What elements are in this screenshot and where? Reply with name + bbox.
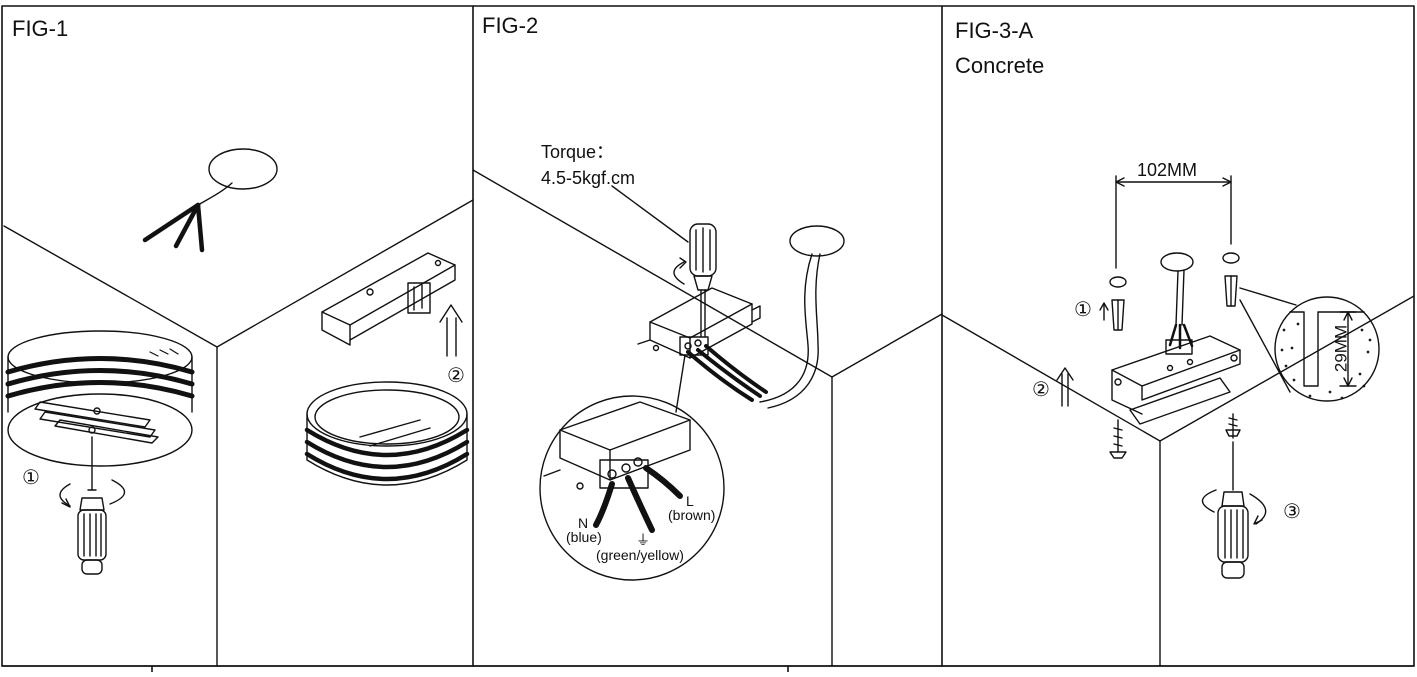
fig2-title: FIG-2 (482, 13, 539, 38)
fig1-ring-base (304, 381, 470, 486)
earth-icon: ⏚ (636, 532, 650, 548)
fig2-wires (686, 344, 768, 402)
fig1-up-arrow (439, 304, 463, 357)
fig2-detail-magnifier (539, 354, 725, 581)
fig3-depth-dimension: 29MM (1331, 324, 1351, 373)
fig2-room-corner (472, 169, 943, 667)
fig1-screwdriver (59, 436, 126, 575)
fig2-screwdriver (673, 223, 717, 337)
fig3-step-3: ③ (1283, 501, 1301, 523)
fig2-wire-earth-color: (green/yellow) (596, 547, 684, 563)
fig3-step-1: ① (1074, 299, 1092, 321)
fig3-title: FIG-3-A (955, 18, 1034, 43)
fig3-mounting-bracket (1111, 335, 1241, 425)
fig2-wire-n-color: (blue) (566, 529, 602, 545)
fig2-torque-leader (611, 185, 689, 243)
fig1-step-1: ① (22, 467, 40, 489)
fig2-torque-value: 4.5-5kgf.cm (541, 168, 636, 188)
fig3-screwdriver (1201, 441, 1267, 579)
fig1-luminaire-body (5, 330, 195, 467)
fig1-room-corner (3, 199, 474, 667)
fig2-torque-label: Torque： (541, 142, 615, 162)
fig1-ceiling-hole (142, 148, 278, 253)
fig2-wire-n: N (578, 515, 589, 531)
fig1-step-2: ② (447, 365, 465, 387)
fig3-subtitle: Concrete (955, 53, 1045, 78)
panel-frames (1, 5, 1415, 673)
fig3-ceiling-hole (1160, 252, 1194, 350)
fig3-room-corner (941, 295, 1415, 667)
fig3-wall-plugs (1099, 252, 1240, 331)
fig3-screws (1109, 413, 1241, 459)
fig3-up-arrow (1056, 367, 1074, 407)
fig2-ceiling-hole (759, 225, 845, 409)
fig3-depth-detail (1239, 287, 1380, 402)
fig2-terminal-block (637, 287, 761, 359)
fig2-wire-l: L (686, 493, 694, 509)
fig2-wire-l-color: (brown) (668, 507, 716, 523)
fig3-spacing-dimension: 102MM (1137, 160, 1198, 180)
fig1-driver-box (321, 252, 456, 346)
fig3-dimension-102 (1115, 175, 1232, 269)
fig3-step-2: ② (1032, 379, 1050, 401)
fig1-title: FIG-1 (12, 16, 69, 41)
